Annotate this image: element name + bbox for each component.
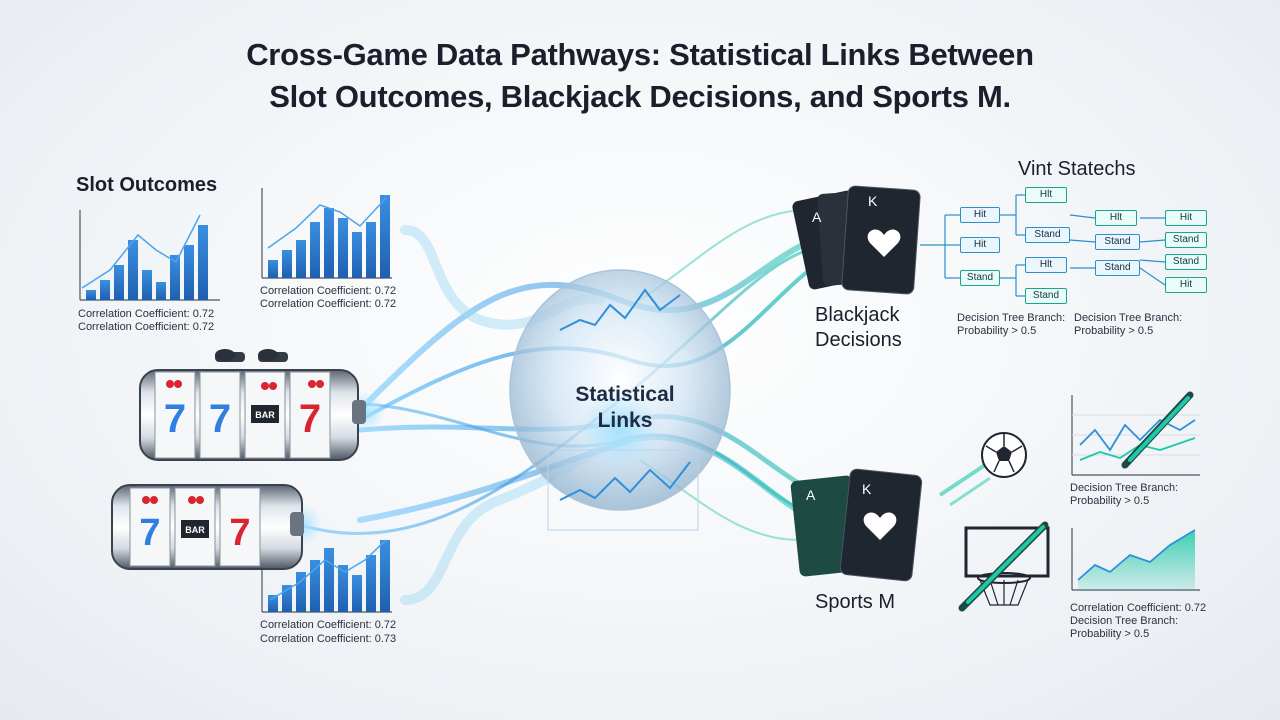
- slot-bar-symbol-2: BAR: [185, 525, 205, 535]
- svg-text:7: 7: [139, 512, 160, 554]
- tree-node-hlt-2: Hlt: [1025, 257, 1067, 273]
- blackjack-cards: A K: [792, 185, 921, 295]
- svg-text:7: 7: [299, 397, 321, 441]
- sports-chart-top: [1071, 391, 1200, 476]
- blackjack-decisions-label: Blackjack Decisions: [815, 303, 902, 353]
- slot-chart-1: [79, 210, 220, 301]
- tree-caption-right-b: Probability > 0.5: [1074, 325, 1154, 337]
- card-rank-a: A: [812, 209, 822, 225]
- sports-chart-top-caption-a: Decision Tree Branch:: [1070, 482, 1179, 494]
- tree-node-stand-7: Stand: [1165, 254, 1207, 270]
- slot-chart-2-caption-b: Correlation Coefficient: 0.72: [260, 298, 397, 310]
- tree-caption-right-a: Decision Tree Branch:: [1074, 312, 1183, 324]
- sports-chart-bottom-caption-b: Decision Tree Branch:: [1070, 615, 1179, 627]
- blackjack-label-line-1: Blackjack: [815, 304, 900, 326]
- decision-tree-connectors: [920, 194, 1166, 297]
- card-rank-k-2: K: [862, 481, 872, 497]
- tree-node-hit-3: Hit: [1165, 210, 1207, 226]
- slot-chart-1-caption-b: Correlation Coefficient: 0.72: [78, 321, 215, 333]
- tree-node-hlt-1: Hlt: [1025, 187, 1067, 203]
- tree-node-stand-2: Stand: [1025, 227, 1070, 243]
- title-line-1: Cross-Game Data Pathways: Statistical Li…: [246, 37, 1034, 72]
- statistical-links-line-1: Statistical: [575, 383, 675, 406]
- svg-text:7: 7: [209, 397, 231, 441]
- decision-tree-heading: Vint Statechs: [1018, 158, 1136, 180]
- sports-chart-bottom-caption-a: Correlation Coefficient: 0.72: [1070, 602, 1207, 614]
- tree-caption-left-a: Decision Tree Branch:: [957, 312, 1066, 324]
- tree-node-hlt-3: Hlt: [1095, 210, 1137, 226]
- card-rank-a-2: A: [806, 487, 816, 503]
- statistical-links-line-2: Links: [597, 409, 653, 432]
- card-rank-k: K: [868, 193, 878, 209]
- sports-cards: A K: [790, 468, 923, 582]
- sports-chart-bottom: [1071, 528, 1200, 591]
- tree-node-stand-6: Stand: [1165, 232, 1207, 248]
- slot-chart-2-caption-a: Correlation Coefficient: 0.72: [260, 285, 397, 297]
- basketball-hoop-icon: [958, 521, 1050, 612]
- tree-node-hit-1: Hit: [960, 207, 1000, 223]
- page-title: Cross-Game Data Pathways: Statistical Li…: [0, 34, 1280, 118]
- tree-node-stand-5: Stand: [1095, 260, 1140, 276]
- blackjack-label-line-2: Decisions: [815, 329, 902, 351]
- slot-chart-3-caption-b: Correlation Coefficient: 0.73: [260, 633, 397, 645]
- slot-chart-3-caption-a: Correlation Coefficient: 0.72: [260, 619, 397, 631]
- svg-text:7: 7: [229, 512, 250, 554]
- tree-node-stand-3: Stand: [1025, 288, 1067, 304]
- statistical-orb: [509, 269, 731, 531]
- slot-chart-1-caption-a: Correlation Coefficient: 0.72: [78, 308, 215, 320]
- slot-chart-2: [261, 188, 392, 279]
- slot-chart-3: [261, 539, 392, 613]
- tree-node-stand-4: Stand: [1095, 234, 1140, 250]
- slot-bar-symbol-1: BAR: [255, 410, 275, 420]
- tree-caption-left-b: Probability > 0.5: [957, 325, 1037, 337]
- sports-chart-top-caption-b: Probability > 0.5: [1070, 495, 1150, 507]
- sports-chart-bottom-caption-c: Probability > 0.5: [1070, 628, 1150, 640]
- soccer-ball-icon: [938, 432, 1027, 507]
- svg-text:7: 7: [164, 397, 186, 441]
- sports-label: Sports M: [815, 591, 896, 613]
- slot-outcomes-heading: Slot Outcomes: [76, 174, 218, 196]
- statistical-links-label: Statistical Links: [540, 382, 710, 434]
- tree-node-stand-1: Stand: [960, 270, 1000, 286]
- title-line-2: Slot Outcomes, Blackjack Decisions, and …: [269, 79, 1011, 114]
- slot-machine-2: 7 BAR 7: [111, 484, 322, 570]
- slot-machine-1: 7 7 BAR 7: [139, 349, 385, 461]
- tree-node-hit-4: Hit: [1165, 277, 1207, 293]
- tree-node-hit-2: Hit: [960, 237, 1000, 253]
